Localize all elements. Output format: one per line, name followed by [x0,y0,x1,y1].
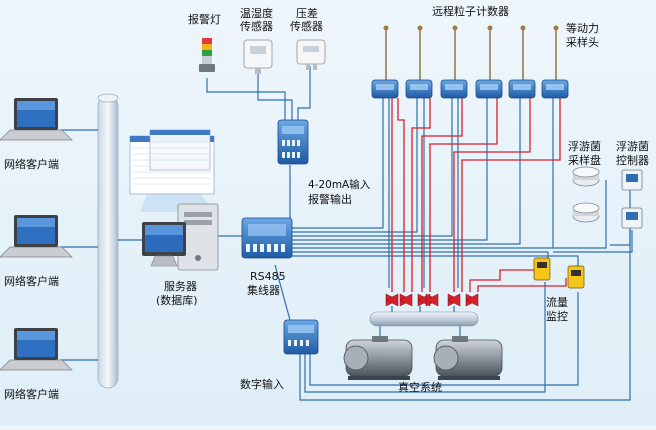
counter-display [513,84,531,90]
analog-io-label-1: 4-20mA输入 [308,179,371,191]
probe-head [452,25,458,31]
valve-icon [465,293,479,307]
particle-counter-3 [440,25,468,99]
hub-label-2: 集线器 [247,284,280,297]
rs485-hub [241,217,293,259]
valves [385,293,479,307]
flow-monitor-2 [567,265,585,289]
pressure-sensor-icon [296,39,326,70]
plankton-sampler-dish-1 [572,166,600,187]
vacuum-system-label: 真空系统 [398,381,442,394]
server-pc [142,203,219,271]
temp-humidity-sensor-icon [243,39,273,74]
client-laptop-3 [0,328,73,371]
probe-head [553,25,559,31]
client-label-2: 网络客户端 [4,275,59,288]
probe-head [487,25,493,31]
vacuum-manifold [369,306,479,327]
counter-display [480,84,498,90]
client-laptop-2 [0,215,73,258]
client-label-3: 网络客户端 [4,388,59,401]
alarm-light-icon [199,38,215,72]
pressure-label-1: 压差 [296,7,318,20]
temp-humidity-label-2: 传感器 [240,20,273,33]
particle-counter-5 [508,25,536,99]
plankton-sampler-dish-2 [572,202,600,223]
valve-icon [447,293,461,307]
vacuum-pump-1 [343,336,413,380]
valve-icon [385,293,399,307]
remote-counters-label: 远程粒子计数器 [432,5,509,18]
particle-counter-6 [541,25,569,99]
hub-label-1: RS485 [250,270,286,283]
flow-label-2: 监控 [546,310,568,323]
particle-counter-1 [371,25,399,99]
probe-head [383,25,389,31]
temp-humidity-label-1: 温湿度 [240,7,273,20]
particle-counter-2 [405,25,433,99]
software-windows [129,129,215,212]
pressure-label-2: 传感器 [290,20,323,33]
network-backbone [97,93,119,389]
digital-input-module [283,319,319,355]
client-label-1: 网络客户端 [4,158,59,171]
red-vacuum-tubes [391,98,567,292]
plankton-controller-2 [621,207,643,229]
flow-monitor-1 [533,257,551,281]
remote-particle-counters [371,25,569,99]
client-laptop-1 [0,98,73,141]
counter-display [410,84,428,90]
valve-icon [399,293,413,307]
iso-sampler-label-2: 采样头 [566,36,599,49]
plankton-controller-1 [621,169,643,191]
digital-input-label: 数字输入 [240,378,284,391]
analog-io-module [277,119,309,165]
counter-display [546,84,564,90]
plankton-dish-label-2: 采样盘 [568,154,601,167]
plankton-ctrl-label-1: 浮游菌 [616,140,649,153]
probe-head [520,25,526,31]
alarm-light-label: 报警灯 [188,13,221,26]
analog-io-label-2: 报警输出 [308,193,352,206]
server-label-2: (数据库) [156,294,198,307]
counter-display [445,84,463,90]
client-links [60,129,146,361]
valve-icon [425,293,439,307]
plankton-ctrl-label-2: 控制器 [616,154,649,167]
iso-sampler-label-1: 等动力 [566,22,599,35]
flow-label-1: 流量 [546,296,568,309]
probe-head [417,25,423,31]
vacuum-pump-2 [433,336,503,380]
counter-display [376,84,394,90]
plankton-dish-label-1: 浮游菌 [568,140,601,153]
blue-signal-lines [206,66,633,401]
server-label-1: 服务器 [164,280,197,293]
particle-counter-4 [475,25,503,99]
